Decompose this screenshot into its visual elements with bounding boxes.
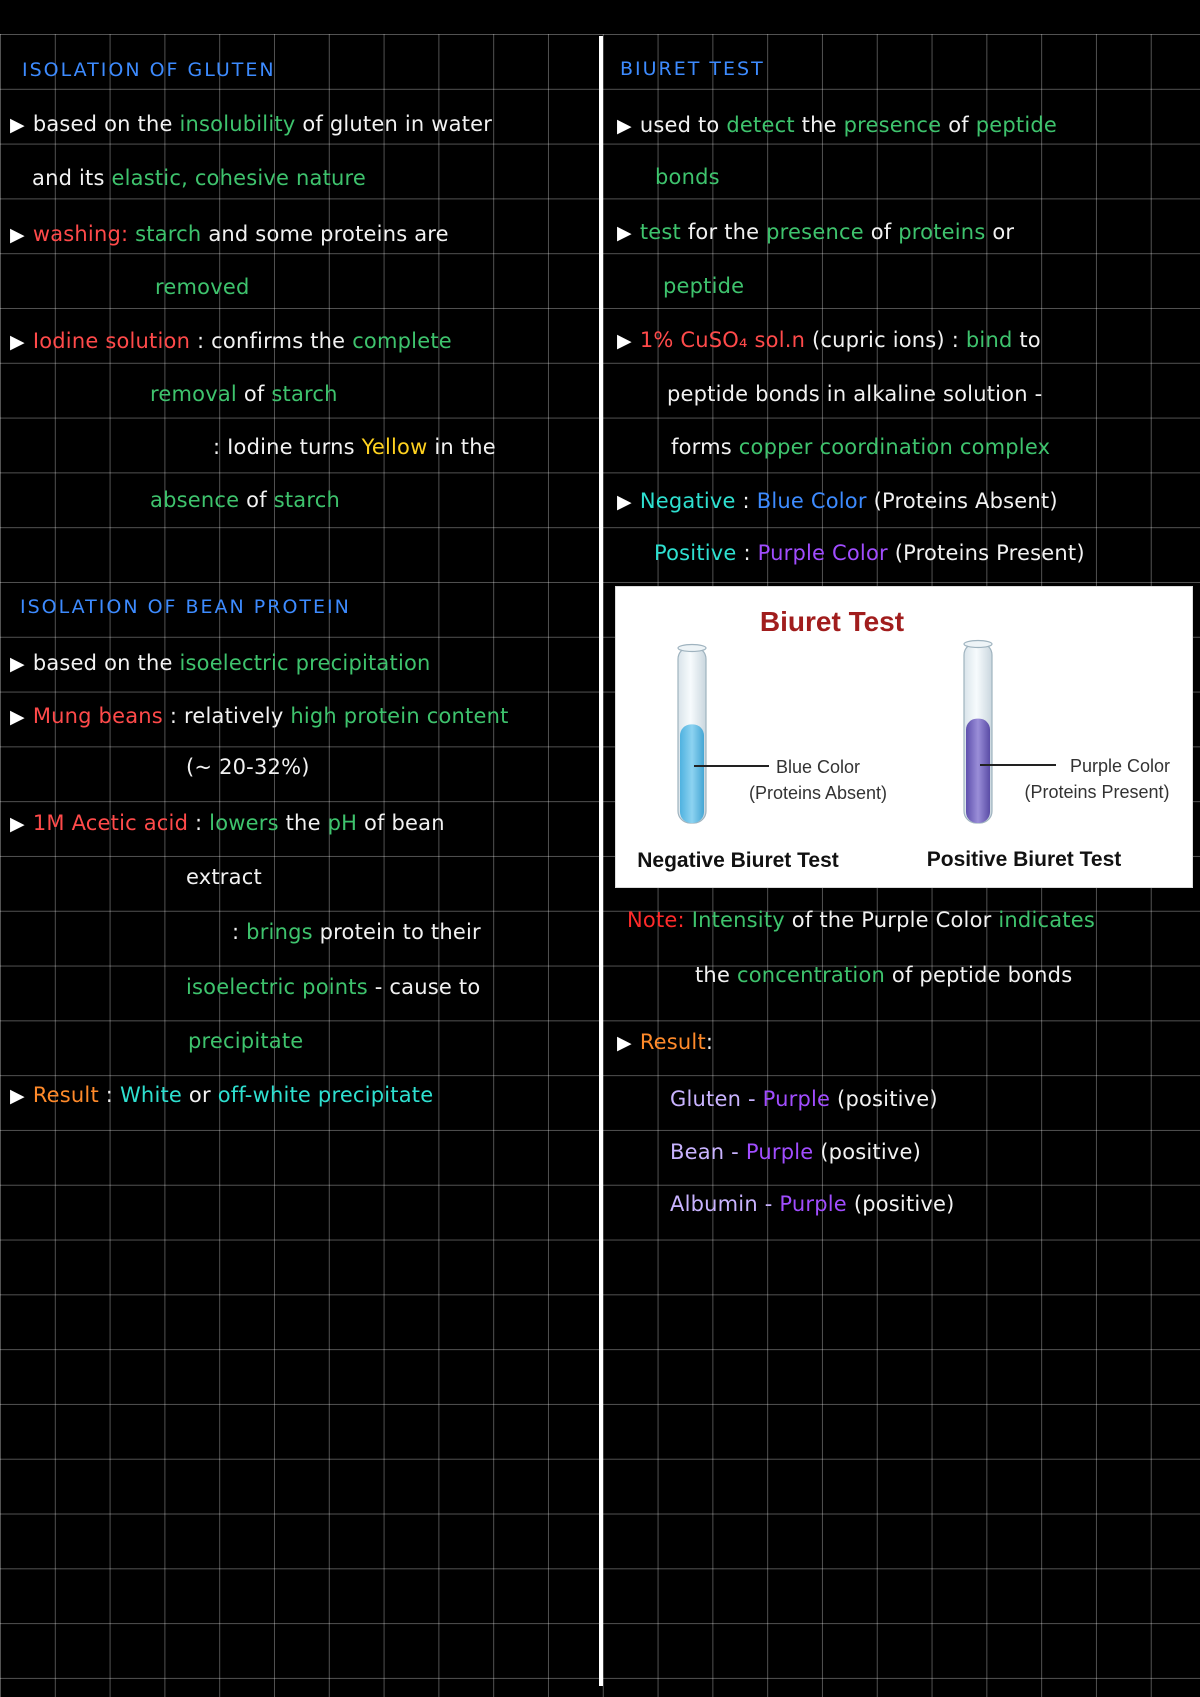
bean-point-3: ▶1M Acetic acid : lowers the pH of bean [10, 811, 445, 835]
bean-result: ▶Result : White or off-white precipitate [10, 1083, 434, 1107]
biuret-point-1: ▶used to detect the presence of peptide [617, 113, 1058, 137]
bullet-arrow-icon: ▶ [10, 114, 25, 136]
negative-tube-liquid [680, 724, 704, 823]
biuret-point-3-alkaline: peptide bonds in alkaline solution - [667, 382, 1043, 406]
bullet-arrow-icon: ▶ [10, 224, 25, 246]
negative-caption: Negative Biuret Test [637, 849, 839, 872]
figure-title: Biuret Test [760, 606, 904, 637]
bullet-arrow-icon: ▶ [10, 331, 25, 353]
gluten-point-2-cont: removed [155, 275, 250, 299]
bean-heading: ISOLATION OF BEAN PROTEIN [20, 596, 351, 618]
biuret-point-2: ▶test for the presence of proteins or [617, 220, 1015, 244]
positive-label-1: Purple Color [1070, 756, 1170, 776]
biuret-illustration: Biuret Test Blue Color (Proteins Absent)… [615, 586, 1193, 888]
bullet-arrow-icon: ▶ [10, 1085, 25, 1107]
biuret-point-1-cont: bonds [655, 165, 720, 189]
bean-point-3-isoelectric: isoelectric points - cause to [186, 975, 481, 999]
biuret-point-2-cont: peptide [663, 274, 745, 298]
note-line-2: the concentration of peptide bonds [695, 963, 1073, 987]
positive-tube-liquid [966, 718, 990, 823]
gluten-point-3: ▶Iodine solution : confirms the complete [10, 329, 452, 353]
column-divider [599, 36, 603, 1686]
positive-label-2: (Proteins Present) [1024, 782, 1169, 802]
biuret-point-3: ▶1% CuSO₄ sol.n (cupric ions) : bind to [617, 328, 1041, 352]
biuret-heading: BIURET TEST [620, 58, 765, 80]
biuret-point-3-complex: forms copper coordination complex [671, 435, 1051, 459]
result-row-bean: Bean - Purple (positive) [670, 1140, 922, 1164]
gluten-point-1: ▶based on the insolubility of gluten in … [10, 112, 493, 136]
bullet-arrow-icon: ▶ [617, 491, 632, 513]
result-row-gluten: Gluten - Purple (positive) [670, 1087, 938, 1111]
bullet-arrow-icon: ▶ [10, 813, 25, 835]
top-band [0, 0, 1200, 34]
bean-point-2: ▶Mung beans : relatively high protein co… [10, 704, 509, 728]
bullet-arrow-icon: ▶ [617, 1032, 632, 1054]
biuret-negative: ▶Negative : Blue Color (Proteins Absent) [617, 489, 1058, 513]
positive-caption: Positive Biuret Test [927, 848, 1122, 871]
bullet-arrow-icon: ▶ [617, 115, 632, 137]
gluten-iodine-yellow: : Iodine turns Yellow in the [213, 435, 496, 459]
gluten-heading: ISOLATION OF GLUTEN [22, 59, 276, 81]
negative-label-1: Blue Color [776, 757, 860, 777]
bean-point-3-extract: extract [186, 865, 262, 889]
gluten-absence-starch: absence of starch [150, 488, 340, 512]
bullet-arrow-icon: ▶ [10, 653, 25, 675]
note-line-1: Note: Intensity of the Purple Color indi… [627, 908, 1095, 932]
result-row-albumin: Albumin - Purple (positive) [670, 1192, 955, 1216]
biuret-positive: Positive : Purple Color (Proteins Presen… [654, 541, 1085, 565]
gluten-point-2: ▶washing: starch and some proteins are [10, 222, 449, 246]
biuret-result: ▶Result: [617, 1030, 714, 1054]
bean-point-3-brings: : brings protein to their [232, 920, 481, 944]
gluten-point-3-cont: removal of starch [150, 382, 338, 406]
positive-test-tube [963, 639, 993, 824]
positive-tube-rim [963, 639, 993, 649]
bullet-arrow-icon: ▶ [617, 330, 632, 352]
negative-label-2: (Proteins Absent) [749, 783, 887, 803]
bean-protein-range: (~ 20-32%) [186, 755, 310, 779]
bean-point-1: ▶based on the isoelectric precipitation [10, 651, 431, 675]
bean-point-3-precipitate: precipitate [188, 1029, 304, 1053]
negative-tube-rim [677, 643, 707, 653]
negative-test-tube [677, 643, 707, 824]
biuret-diagram: Biuret Test Blue Color (Proteins Absent)… [637, 606, 1170, 872]
bullet-arrow-icon: ▶ [617, 222, 632, 244]
gluten-point-1-cont: and its elastic, cohesive nature [32, 166, 367, 190]
bullet-arrow-icon: ▶ [10, 706, 25, 728]
